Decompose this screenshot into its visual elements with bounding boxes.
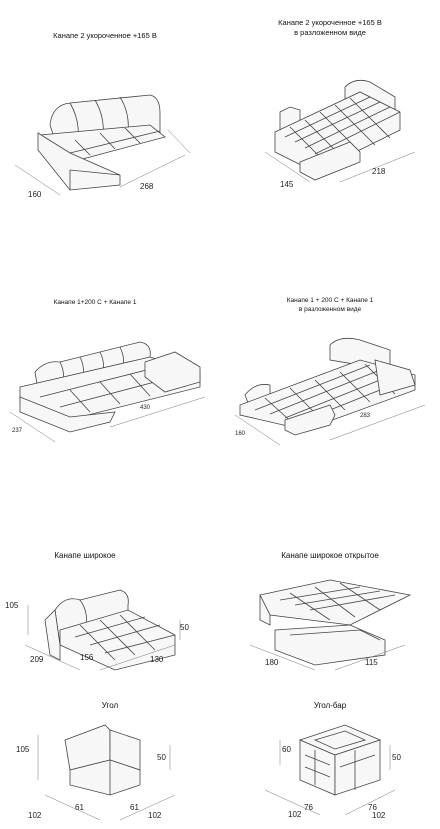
dim-label: 102 bbox=[288, 810, 302, 819]
item-title: Канапе широкое открытое bbox=[281, 551, 379, 560]
item-title: Канапе 1 + 200 С + Канапе 1 bbox=[286, 297, 374, 304]
item-sofa-200c-unfolded: Канапе 1 + 200 С + Канапе 1 в разложенно… bbox=[220, 290, 440, 450]
sofa-wide-open-drawing: 180 115 bbox=[249, 579, 412, 671]
dim-label: 50 bbox=[392, 753, 401, 762]
item-title: Канапе 2 укороченное +165 В bbox=[53, 31, 157, 40]
item-subtitle: в разложенном виде bbox=[298, 306, 362, 313]
corner-drawing: 105 50 102 61 61 102 bbox=[16, 724, 176, 821]
dim-label: 105 bbox=[5, 601, 19, 610]
dim-label: 156 bbox=[80, 653, 94, 662]
sofa-short-unfolded-drawing: 145 218 bbox=[264, 79, 416, 189]
dim-label: 76 bbox=[304, 803, 313, 812]
dim-label: 60 bbox=[282, 745, 291, 754]
dim-label: 61 bbox=[75, 803, 84, 812]
item-title: Канапе 2 укороченное +165 В bbox=[278, 18, 382, 27]
sofa-200c-unfolded-drawing: 160 283 bbox=[234, 337, 426, 446]
dim-label: 160 bbox=[28, 190, 42, 199]
item-title: Угол bbox=[101, 701, 119, 710]
item-subtitle: в разложенном виде bbox=[294, 28, 366, 37]
dim-label: 102 bbox=[28, 811, 42, 820]
sofa-200c-drawing: 237 430 bbox=[9, 341, 206, 443]
dim-label: 145 bbox=[280, 180, 294, 189]
item-sofa-short: Канапе 2 укороченное +165 В 160 268 bbox=[0, 25, 220, 199]
dim-label: 283 bbox=[360, 413, 371, 419]
dim-label: 50 bbox=[157, 753, 166, 762]
dim-label: 218 bbox=[372, 167, 386, 176]
dim-label: 115 bbox=[365, 658, 378, 667]
dim-label: 130 bbox=[150, 655, 164, 664]
sofa-short-drawing: 160 268 bbox=[14, 94, 191, 199]
corner-bar-drawing: 60 50 102 76 76 102 bbox=[264, 724, 401, 820]
sofa-wide-drawing: 105 50 209 156 130 bbox=[5, 589, 189, 671]
item-corner: Угол 105 50 102 61 61 102 bbox=[0, 695, 220, 829]
dim-label: 237 bbox=[12, 428, 23, 434]
dim-label: 50 bbox=[180, 623, 189, 632]
dim-label: 430 bbox=[140, 405, 151, 411]
item-title: Угол-бар bbox=[313, 701, 347, 710]
item-sofa-wide: Канапе широкое 105 50 209 156 130 bbox=[0, 545, 220, 680]
dim-label: 180 bbox=[265, 658, 279, 667]
item-sofa-wide-open: Канапе широкое открытое 180 115 bbox=[220, 545, 440, 680]
item-title: Канапе широкое bbox=[54, 551, 116, 560]
dim-label: 61 bbox=[130, 803, 139, 812]
dim-label: 268 bbox=[140, 182, 154, 191]
item-corner-bar: Угол-бар 60 50 102 76 76 102 bbox=[220, 695, 440, 829]
dim-label: 102 bbox=[148, 811, 162, 820]
dim-label: 209 bbox=[30, 655, 44, 664]
dim-label: 102 bbox=[372, 811, 386, 820]
item-sofa-200c: Канапе 1+200 С + Канапе 1 237 430 bbox=[0, 292, 220, 443]
dim-label: 76 bbox=[368, 803, 377, 812]
dim-label: 160 bbox=[235, 431, 246, 437]
item-sofa-short-unfolded: Канапе 2 укороченное +165 В в разложенно… bbox=[220, 12, 440, 192]
dim-label: 105 bbox=[16, 745, 30, 754]
item-title: Канапе 1+200 С + Канапе 1 bbox=[53, 299, 137, 306]
